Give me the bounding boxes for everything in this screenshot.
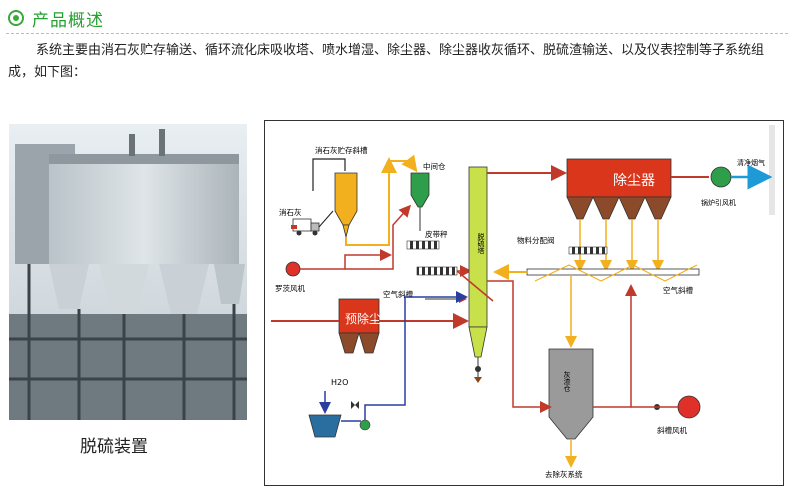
water-pump-icon [359, 419, 371, 431]
lime-feed-line [312, 158, 346, 191]
pre-collector-label: 预除尘 [345, 311, 381, 326]
water-label: H2O [331, 378, 348, 387]
process-flow-svg: 消石灰贮存斜槽 消石灰 中间仓 皮带秤 罗茨风机 脱硫塔 [271, 125, 775, 479]
belt-scale [406, 240, 440, 250]
pre-collector [338, 298, 380, 334]
truck-icon [291, 218, 320, 236]
distributor [568, 246, 608, 255]
ash-bin-label: 灰渣仓 [563, 370, 571, 392]
bullet-icon [8, 10, 24, 26]
divider [6, 33, 788, 34]
chute-fan-icon [677, 395, 701, 419]
id-fan-label: 锅炉引风机 [701, 198, 736, 207]
plant-photo [9, 124, 247, 420]
tower-label: 脱硫塔 [477, 232, 485, 255]
intro-paragraph: 系统主要由消石灰贮存输送、循环流化床吸收塔、喷水增湿、除尘器、除尘器收灰循环、脱… [8, 43, 765, 80]
dust-collector [566, 158, 672, 198]
mid-bin-label: 中间仓 [423, 161, 446, 171]
process-diagram: 消石灰贮存斜槽 消石灰 中间仓 皮带秤 罗茨风机 脱硫塔 [264, 120, 784, 486]
id-fan-icon [710, 166, 732, 188]
distributor-label: 物料分配阀 [517, 235, 555, 245]
section-header: 产品概述 [8, 6, 104, 31]
roots-fan-icon [285, 261, 301, 277]
lime-label: 消石灰 [279, 207, 302, 217]
belt-scale-label: 皮带秤 [425, 229, 448, 239]
valve-icon [351, 401, 359, 409]
air-chute-left-label: 空气斜槽 [383, 289, 413, 299]
clean-gas-label: 清净烟气 [737, 158, 765, 167]
section-title: 产品概述 [32, 10, 104, 31]
desulfurization-plant-image [9, 124, 247, 420]
ash-disposal-label: 去除灰系统 [545, 469, 583, 479]
chute-fan-label: 斜槽风机 [657, 425, 687, 435]
ash-bin [548, 348, 594, 440]
mid-bin [410, 172, 430, 208]
water-tank [308, 414, 342, 438]
roots-fan-label: 罗茨风机 [275, 283, 305, 293]
photo-caption: 脱硫装置 [80, 437, 148, 457]
lime-silo [334, 172, 358, 226]
collector-label: 除尘器 [613, 173, 655, 189]
lime-silo-label: 消石灰贮存斜槽 [315, 145, 368, 155]
air-chute-right-label: 空气斜槽 [663, 285, 693, 295]
